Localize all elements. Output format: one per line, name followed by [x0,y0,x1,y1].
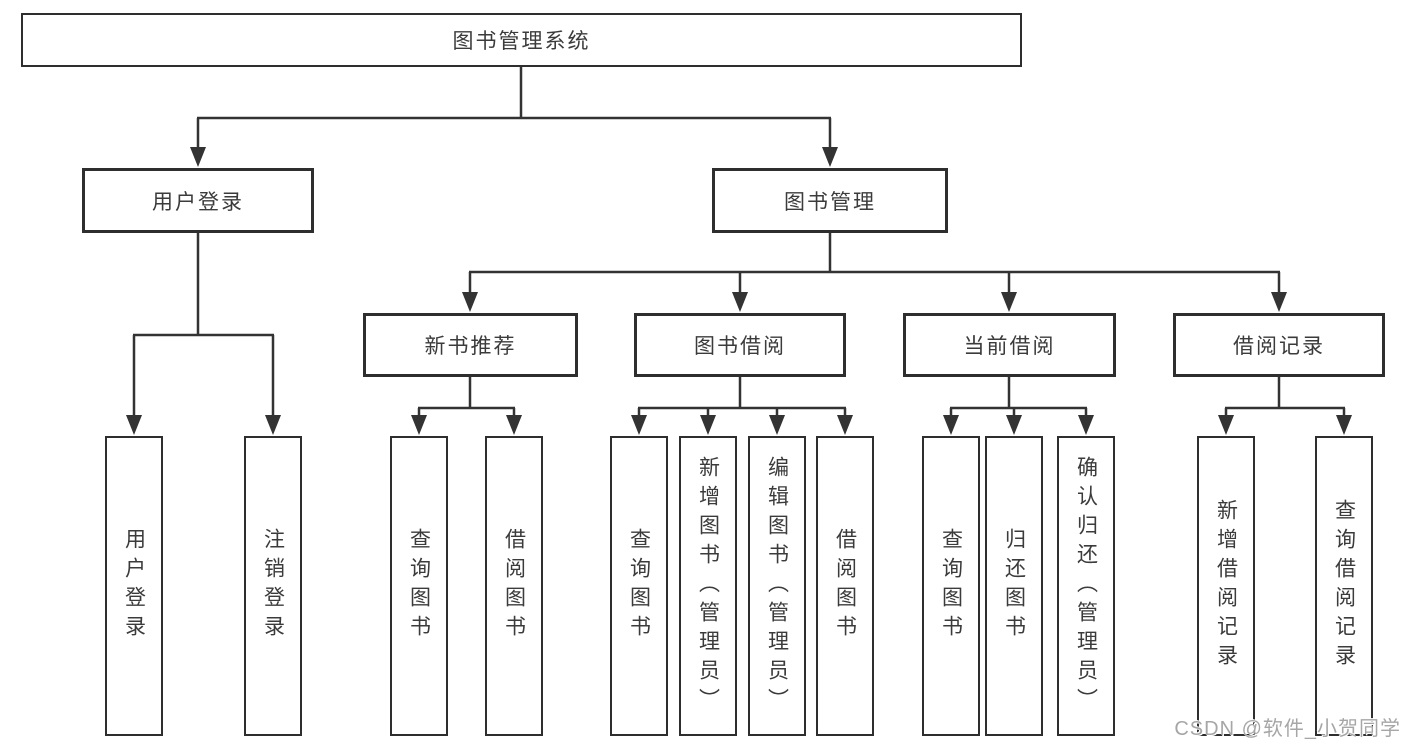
leaf-query-borrow-record: 查询借阅记录 [1315,436,1373,736]
arrow-down-icon [1078,415,1094,435]
node-label: 借阅图书 [502,528,526,644]
node-book-management: 图书管理 [712,168,948,233]
arrow-down-icon [1218,415,1234,435]
node-borrowing-records: 借阅记录 [1173,313,1385,377]
arrow-down-icon [1001,292,1017,312]
node-label: 注销登录 [261,528,285,644]
node-label: 新增借阅记录 [1214,499,1238,673]
node-new-book-recommend: 新书推荐 [363,313,578,377]
node-library-management-system: 图书管理系统 [21,13,1022,67]
arrow-down-icon [631,415,647,435]
arrow-down-icon [190,147,206,167]
node-label: 查询图书 [407,528,431,644]
node-book-borrowing: 图书借阅 [634,313,846,377]
node-label: 新增图书（管理员） [696,455,720,717]
node-label: 查询借阅记录 [1332,499,1356,673]
leaf-add-borrow-record: 新增借阅记录 [1197,436,1255,736]
connector-borrowing-records [1224,377,1346,418]
arrow-down-icon [943,415,959,435]
arrow-down-icon [462,292,478,312]
connector-paths [132,67,1346,418]
arrow-down-icon [1271,292,1287,312]
leaf-edit-book-admin: 编辑图书（管理员） [748,436,806,736]
node-label: 新书推荐 [424,335,517,358]
arrow-down-icon [126,415,142,435]
arrow-down-icon [1006,415,1022,435]
arrow-down-icon [506,415,522,435]
connector-user-login [132,233,275,418]
node-label: 归还图书 [1002,528,1026,644]
node-label: 确认归还（管理员） [1074,455,1098,717]
csdn-watermark: CSDN @软件_小贺同学 [1174,718,1401,740]
leaf-user-login: 用户登录 [105,436,163,736]
arrow-down-icon [411,415,427,435]
node-label: 用户登录 [122,528,146,644]
leaf-borrow-books-1: 借阅图书 [485,436,543,736]
node-label: 借阅图书 [833,528,857,644]
node-label: 编辑图书（管理员） [765,455,789,717]
node-label: 查询图书 [627,528,651,644]
arrowheads [126,147,1352,435]
arrow-down-icon [1336,415,1352,435]
arrow-down-icon [822,147,838,167]
leaf-query-books-1: 查询图书 [390,436,448,736]
node-user-login: 用户登录 [82,168,314,233]
node-label: 查询图书 [939,528,963,644]
connector-current-borrowing [949,377,1088,418]
node-current-borrowing: 当前借阅 [903,313,1116,377]
leaf-add-book-admin: 新增图书（管理员） [679,436,737,736]
node-label: 图书管理 [784,190,876,214]
arrow-down-icon [732,292,748,312]
leaf-confirm-return-admin: 确认归还（管理员） [1057,436,1115,736]
arrow-down-icon [769,415,785,435]
node-label: 借阅记录 [1233,335,1325,358]
connector-book-borrowing [637,377,847,418]
arrow-down-icon [700,415,716,435]
leaf-return-books: 归还图书 [985,436,1043,736]
node-label: 当前借阅 [963,335,1056,358]
node-label: 图书借阅 [694,335,786,358]
connector-book-management [468,233,1281,295]
node-label: 用户登录 [152,190,244,214]
arrow-down-icon [837,415,853,435]
leaf-logout: 注销登录 [244,436,302,736]
node-label: 图书管理系统 [452,30,591,53]
connector-new-book [417,377,516,418]
leaf-query-books-2: 查询图书 [610,436,668,736]
arrow-down-icon [265,415,281,435]
leaf-query-books-3: 查询图书 [922,436,980,736]
leaf-borrow-books-2: 借阅图书 [816,436,874,736]
connector-root [196,67,832,150]
